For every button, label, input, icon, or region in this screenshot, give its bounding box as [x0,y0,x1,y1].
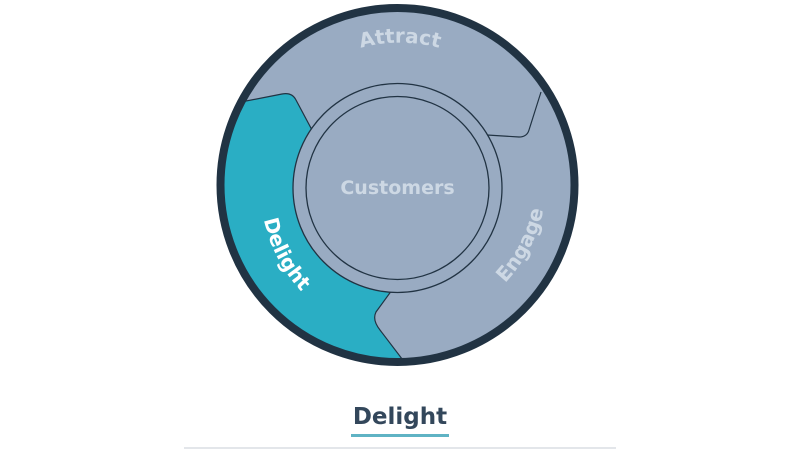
center-circle [305,95,490,281]
tab-baseline-divider [184,447,616,449]
center-label: Customers [340,177,454,199]
segment-engage[interactable] [486,91,542,138]
selected-tab-label[interactable]: Delight [350,404,450,437]
outer-border [216,4,579,366]
flywheel-diagram: Customers Attract Engage Delight [216,4,579,366]
caption: Delight [0,404,800,437]
